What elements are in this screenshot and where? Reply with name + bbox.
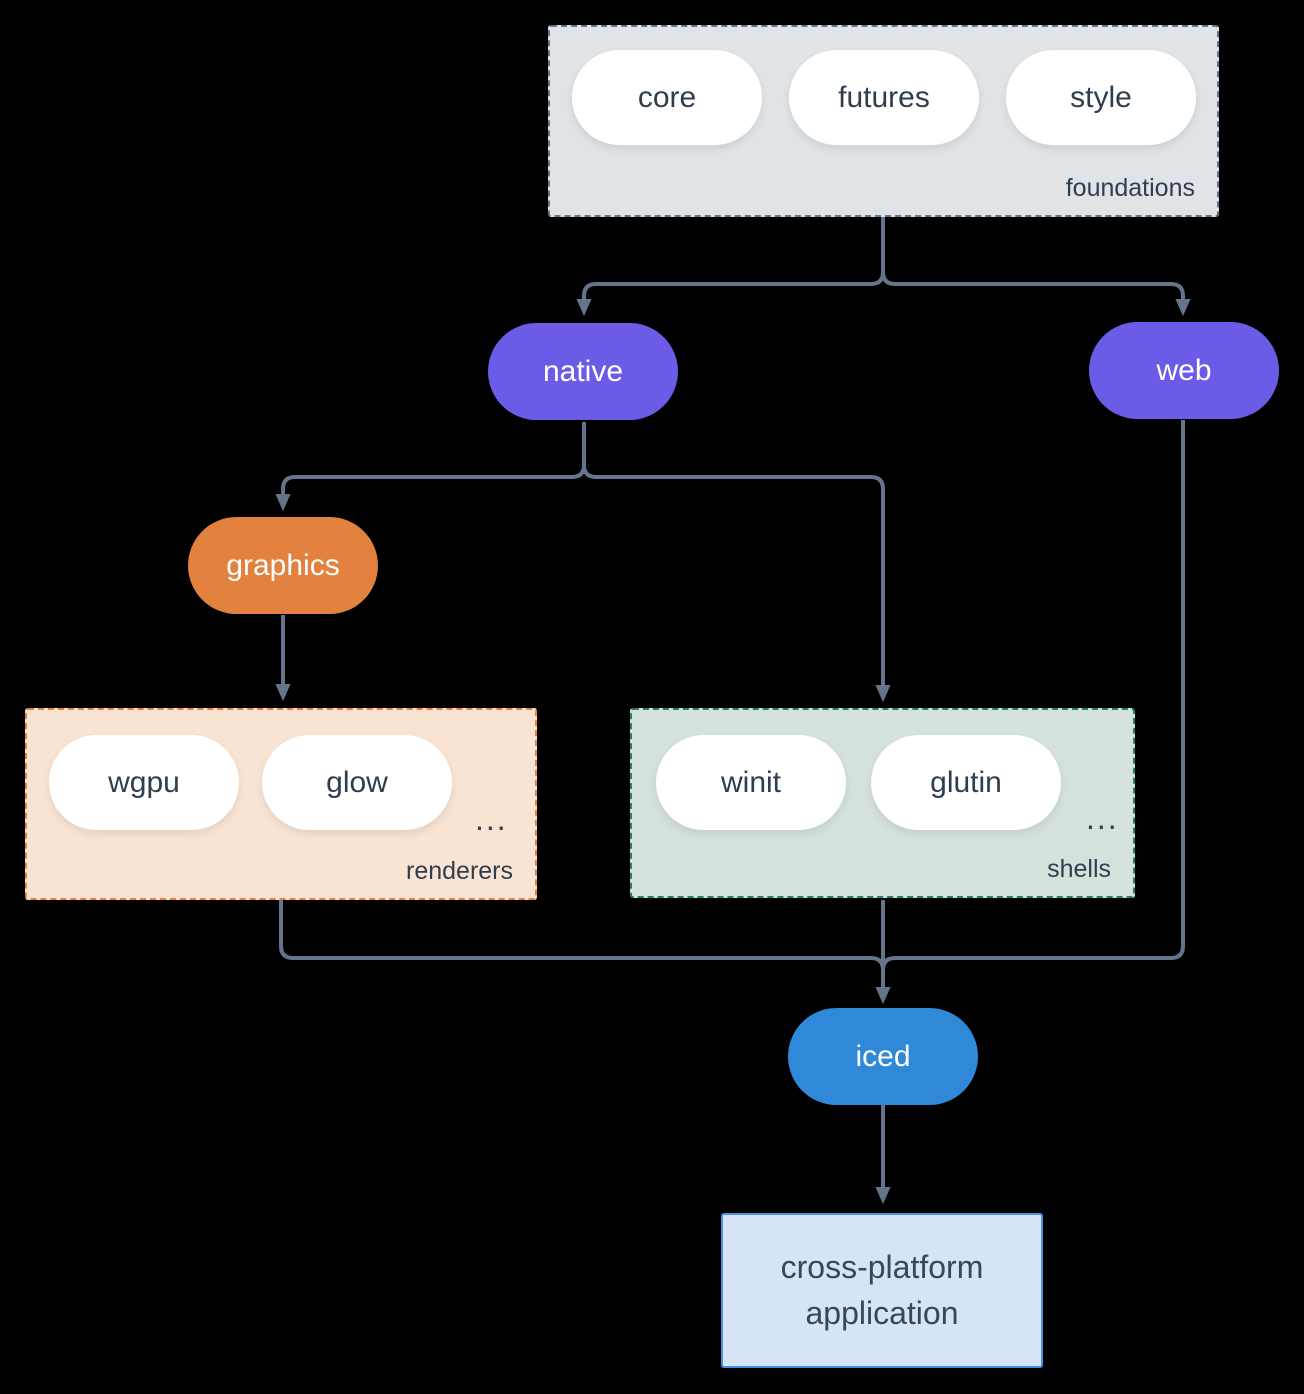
renderers-label: renderers: [406, 857, 513, 885]
node-iced: iced: [788, 1008, 978, 1105]
foundations-label: foundations: [1065, 174, 1195, 202]
shells-label: shells: [1047, 855, 1111, 883]
connector-foundations-to-native: [576, 217, 885, 317]
node-web: web: [1089, 322, 1279, 419]
connector-renderers-to-merge: [279, 900, 885, 971]
node-graphics: graphics: [188, 517, 378, 614]
shells-ellipsis: ...: [1086, 800, 1119, 836]
application-label-line2: application: [805, 1294, 959, 1331]
node-wgpu: wgpu: [49, 735, 239, 830]
connector-native-to-shells: [582, 422, 891, 703]
node-winit: winit: [656, 735, 846, 830]
node-native: native: [488, 323, 678, 420]
node-futures: futures: [789, 50, 979, 145]
renderers-group: wgpu glow ... renderers: [25, 708, 537, 900]
node-cross-platform-application: cross-platform application: [721, 1213, 1043, 1368]
shells-group: winit glutin ... shells: [630, 708, 1135, 898]
connector-native-to-graphics: [275, 422, 586, 512]
node-glow: glow: [262, 735, 452, 830]
node-style: style: [1006, 50, 1196, 145]
foundations-group: core futures style foundations: [548, 25, 1219, 217]
application-label-line1: cross-platform: [780, 1249, 984, 1286]
node-core: core: [572, 50, 762, 145]
renderers-ellipsis: ...: [475, 801, 508, 837]
node-glutin: glutin: [871, 735, 1061, 830]
connector-foundations-to-web: [881, 217, 1191, 317]
